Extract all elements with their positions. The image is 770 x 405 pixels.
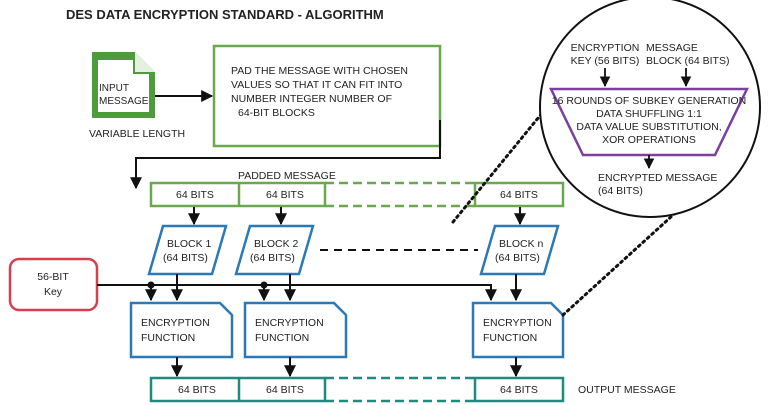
pad-line-1: PAD THE MESSAGE WITH CHOSEN: [231, 65, 408, 77]
enc-1-label-1: ENCRYPTION: [141, 317, 210, 329]
output-cell-n: 64 BITS: [500, 384, 538, 396]
enc-n-label-2: FUNCTION: [483, 332, 537, 344]
detail-result-1: ENCRYPTED MESSAGE: [598, 172, 717, 184]
padded-message-label: PADDED MESSAGE: [238, 170, 336, 182]
block-n: [479, 224, 560, 276]
padded-cell-2: 64 BITS: [266, 189, 304, 201]
block-2: [234, 224, 315, 276]
pad-box: [212, 44, 442, 148]
key-box: [8, 257, 99, 312]
output-message-label: OUTPUT MESSAGE: [578, 384, 676, 396]
encryption-function-2: [243, 301, 348, 359]
input-label-1: INPUT: [99, 83, 129, 94]
pad-line-2: VALUES SO THAT IT CAN FIT INTO: [231, 79, 402, 91]
block-2-label-2: (64 BITS): [250, 252, 295, 264]
detail-process-line-3: DATA VALUE SUBSTITUTION,: [576, 121, 721, 133]
block-n-label-2: (64 BITS): [495, 252, 540, 264]
output-cell-2: 64 BITS: [266, 384, 304, 396]
key-bus-line: [97, 284, 497, 302]
block-1-label-2: (64 BITS): [163, 252, 208, 264]
pad-line-3: NUMBER INTEGER NUMBER OF: [231, 93, 392, 105]
output-message-bar: [149, 376, 565, 403]
detail-process-line-2: DATA SHUFFLING 1:1: [596, 108, 702, 120]
encryption-function-n: [471, 301, 565, 359]
page-title: DES DATA ENCRYPTION STANDARD - ALGORITHM: [66, 7, 384, 22]
detail-msg-label-2: BLOCK (64 BITS): [646, 55, 729, 67]
padded-cell-n: 64 BITS: [500, 189, 538, 201]
arrow-pad-to-padded: [130, 120, 441, 190]
enc-n-label-1: ENCRYPTION: [483, 317, 552, 329]
block-2-label-1: BLOCK 2: [254, 238, 299, 250]
input-caption: VARIABLE LENGTH: [89, 128, 185, 140]
encryption-function-1: [129, 301, 234, 359]
padded-cell-1: 64 BITS: [176, 189, 214, 201]
enc-2-label-1: ENCRYPTION: [255, 317, 324, 329]
input-message-document-icon: [92, 52, 155, 118]
pad-line-4: 64-BIT BLOCKS: [238, 107, 315, 119]
detail-process-line-1: 16 ROUNDS OF SUBKEY GENERATION: [552, 95, 747, 107]
detail-process-line-4: XOR OPERATIONS: [602, 134, 696, 146]
enc-2-label-2: FUNCTION: [255, 332, 309, 344]
zoom-connector-top: [451, 110, 545, 224]
zoom-connector-bottom: [561, 174, 718, 317]
detail-key-label-1: ENCRYPTION: [571, 42, 640, 54]
key-label-2: Key: [44, 286, 63, 298]
block-1: [147, 224, 228, 276]
detail-result-2: (64 BITS): [598, 185, 643, 197]
enc-1-label-2: FUNCTION: [141, 332, 195, 344]
detail-key-label-2: KEY (56 BITS): [571, 55, 640, 67]
input-label-2: MESSAGE: [99, 96, 149, 107]
output-cell-1: 64 BITS: [178, 384, 216, 396]
key-label-1: 56-BIT: [37, 271, 69, 283]
padded-message-bar: [149, 181, 565, 208]
block-n-label-1: BLOCK n: [499, 238, 544, 250]
detail-process-funnel: [549, 87, 749, 157]
block-1-label-1: BLOCK 1: [167, 238, 212, 250]
detail-msg-label-1: MESSAGE: [646, 42, 698, 54]
